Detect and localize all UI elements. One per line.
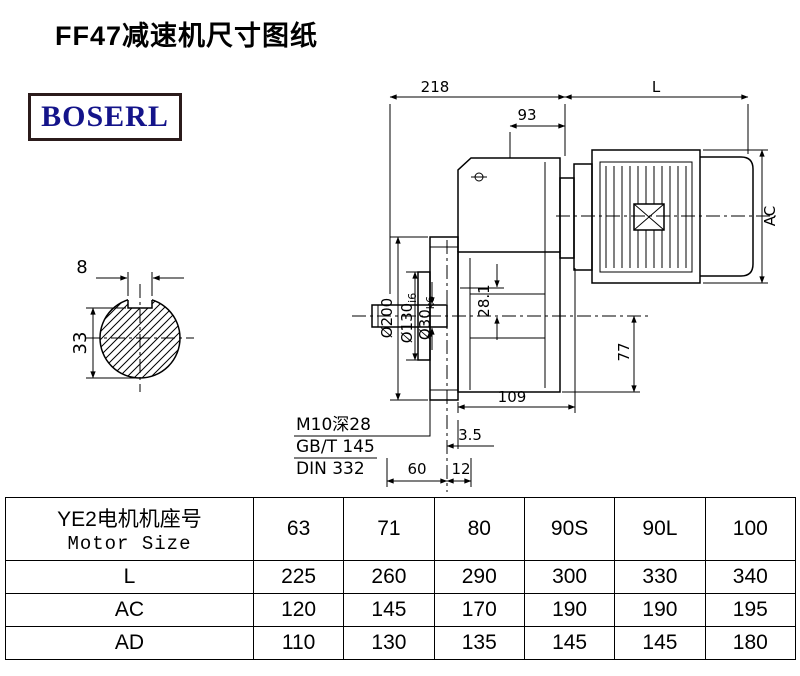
dimensions: 218 L 93 AC Ø200 Ø130i6 Ø30k6 [378, 78, 779, 487]
dim-dia30: Ø30k6 [416, 296, 437, 340]
frame-size-63: 63 [252, 497, 345, 561]
gearbox-housing [457, 157, 561, 393]
motor-dimension-table: YE2电机机座号 Motor Size 63 71 80 90S 90L 100… [5, 497, 797, 660]
dim-77: 77 [615, 342, 633, 361]
frame-size-80: 80 [433, 497, 525, 561]
cell-AD-63: 110 [252, 626, 345, 660]
motor-size-header: YE2电机机座号 Motor Size [5, 497, 254, 561]
dim-keyway-depth: 33 [70, 332, 91, 355]
cell-AD-90s: 145 [523, 626, 616, 660]
note-gbt145: GB/T 145 [296, 437, 375, 457]
row-label-AC: AC [5, 593, 254, 627]
dim-93: 93 [517, 106, 536, 124]
frame-size-90s: 90S [523, 497, 616, 561]
cell-AC-100: 195 [704, 593, 797, 627]
dim-60: 60 [407, 460, 426, 478]
cell-AD-71: 130 [343, 626, 435, 660]
fan-cover [700, 156, 754, 277]
row-label-AD: AD [5, 626, 254, 660]
keyway-cutout [128, 290, 152, 308]
cell-AD-90l: 145 [614, 626, 706, 660]
dim-L: L [652, 78, 661, 96]
cell-AC-80: 170 [433, 593, 525, 627]
motor-size-header-en: Motor Size [67, 533, 192, 555]
dim-AC: AC [761, 206, 779, 226]
dim-keyway-width: 8 [76, 257, 87, 278]
thread-callout: M10深28 GB/T 145 DIN 332 [294, 329, 433, 479]
cell-L-90s: 300 [523, 560, 616, 594]
dim-109: 109 [498, 388, 527, 406]
cell-AC-71: 145 [343, 593, 435, 627]
frame-size-100: 100 [704, 497, 797, 561]
cell-AC-90s: 190 [523, 593, 616, 627]
cell-L-90l: 330 [614, 560, 706, 594]
dim-28-1: 28.1 [475, 284, 493, 317]
centerlines [352, 215, 776, 492]
note-din332: DIN 332 [296, 459, 365, 479]
row-label-L: L [5, 560, 254, 594]
frame-size-90l: 90L [614, 497, 706, 561]
dimension-drawing: 8 33 [70, 78, 779, 492]
keyway-outline [127, 300, 153, 309]
cell-AC-90l: 190 [614, 593, 706, 627]
cell-L-63: 225 [252, 560, 345, 594]
shaft-cross-section-view: 8 33 [70, 257, 194, 392]
dim-dia130: Ø130i6 [398, 293, 419, 344]
boserl-logo: BOSERL [28, 93, 182, 141]
cell-L-80: 290 [433, 560, 525, 594]
main-view: 218 L 93 AC Ø200 Ø130i6 Ø30k6 [294, 78, 779, 492]
dim-218: 218 [421, 78, 450, 96]
cell-AD-80: 135 [433, 626, 525, 660]
page-title: FF47减速机尺寸图纸 [55, 21, 319, 51]
cell-L-71: 260 [343, 560, 435, 594]
note-m10: M10深28 [296, 415, 371, 435]
frame-size-71: 71 [343, 497, 435, 561]
boserl-logo-text: BOSERL [41, 100, 169, 133]
dim-12: 12 [451, 460, 470, 478]
motor-size-header-cn: YE2电机机座号 [57, 508, 202, 531]
table-row-AD: AD 110 130 135 145 145 180 [5, 626, 797, 660]
table-header-row: YE2电机机座号 Motor Size 63 71 80 90S 90L 100 [5, 497, 797, 561]
table-row-L: L 225 260 290 300 330 340 [5, 560, 797, 594]
table-row-AC: AC 120 145 170 190 190 195 [5, 593, 797, 627]
cell-AD-100: 180 [704, 626, 797, 660]
dim-dia200: Ø200 [378, 298, 396, 338]
cell-AC-63: 120 [252, 593, 345, 627]
cell-L-100: 340 [704, 560, 797, 594]
dim-3-5: 3.5 [458, 426, 482, 444]
leader-line [377, 329, 433, 437]
